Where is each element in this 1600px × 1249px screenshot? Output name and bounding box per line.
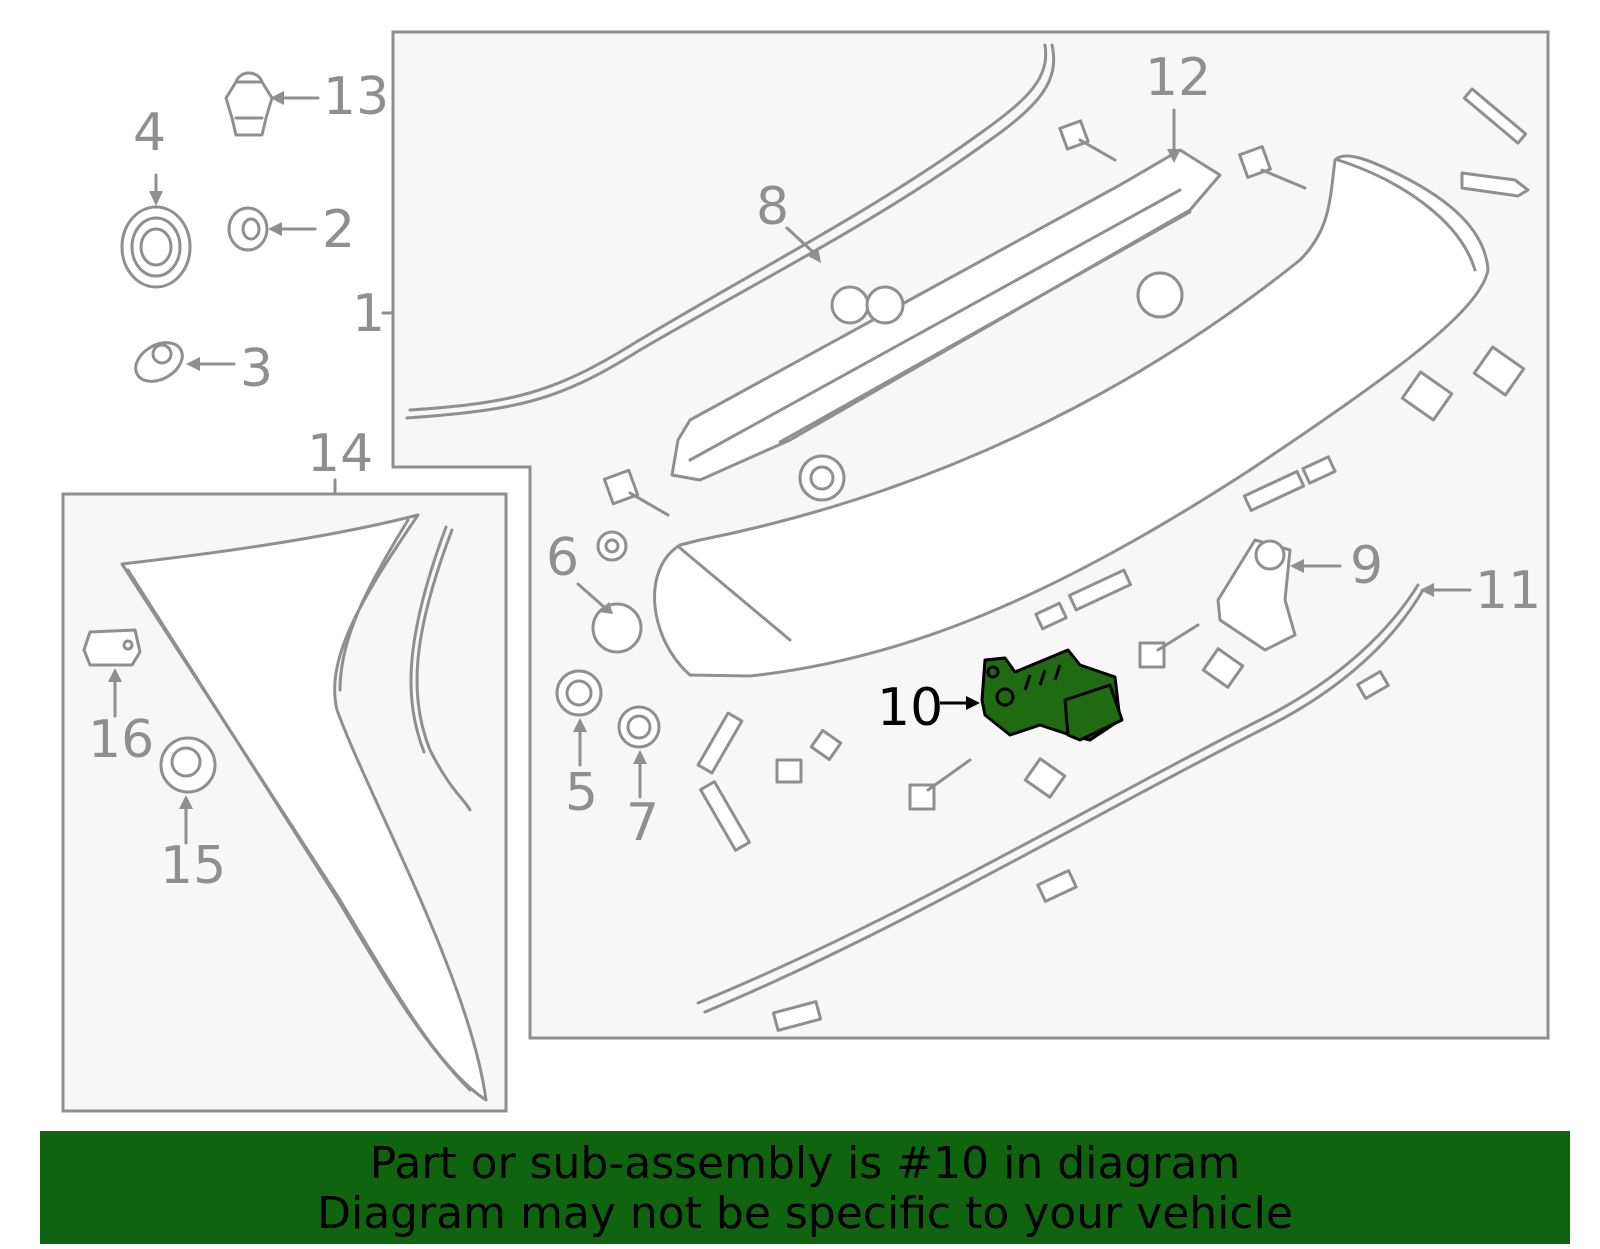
callout-10: 10 <box>877 678 943 738</box>
callout-9: 9 <box>1350 536 1383 596</box>
part-13-push-pin <box>224 71 274 137</box>
part-6-cap <box>591 602 643 654</box>
part-16-bracket <box>82 628 142 667</box>
callout-14: 14 <box>307 424 373 484</box>
callout-11: 11 <box>1475 561 1541 621</box>
callout-8: 8 <box>756 177 789 237</box>
part-10-highlighted <box>980 648 1124 742</box>
callout-1: 1 <box>352 284 385 344</box>
callout-12: 12 <box>1145 48 1211 108</box>
callout-2: 2 <box>322 200 355 260</box>
part-5-grommet <box>555 669 603 717</box>
part-7-grommet <box>617 705 661 749</box>
callout-7: 7 <box>626 793 659 853</box>
part-12-lamp-bar <box>670 148 1222 482</box>
part-spoiler-body <box>653 154 1490 678</box>
part-11-lower-moulding <box>696 583 1420 1005</box>
bolt-lower <box>908 758 972 811</box>
callout-6: 6 <box>546 528 579 588</box>
part-3-clip <box>134 341 184 383</box>
part-8-moulding <box>405 43 1056 420</box>
bolt-middle <box>1138 623 1200 669</box>
part-2-nut <box>227 206 269 252</box>
part-info-banner: Part or sub-assembly is #10 in diagram D… <box>40 1131 1570 1244</box>
callout-15: 15 <box>160 836 226 896</box>
callout-13: 13 <box>323 67 389 127</box>
banner-line-2: Diagram may not be specific to your vehi… <box>317 1188 1293 1239</box>
callout-3: 3 <box>240 339 273 399</box>
part-4-grommet <box>120 205 192 289</box>
callout-5: 5 <box>565 763 598 823</box>
bolt-left <box>602 468 670 517</box>
bolt-upper-right <box>1238 145 1307 190</box>
bolt-upper-left <box>1058 119 1117 162</box>
part-6-clip <box>596 530 628 562</box>
callout-4: 4 <box>133 103 166 163</box>
part-15-cap <box>159 736 217 794</box>
callout-16: 16 <box>88 710 154 770</box>
banner-line-1: Part or sub-assembly is #10 in diagram <box>369 1138 1241 1189</box>
